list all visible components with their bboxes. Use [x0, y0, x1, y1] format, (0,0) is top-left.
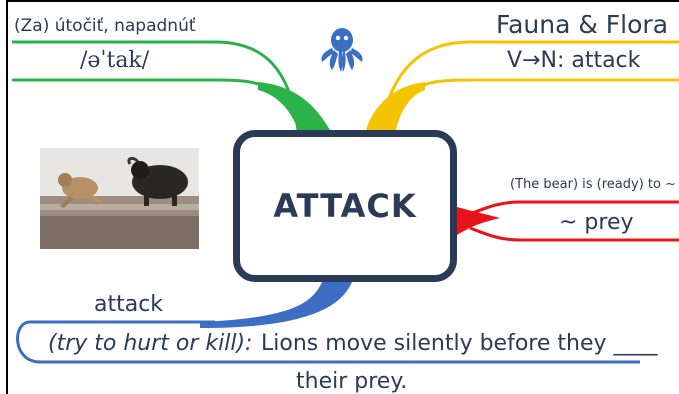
frame-top-border — [6, 0, 679, 2]
branch-bottom-trunk — [200, 282, 352, 328]
branch-bottom-hook — [16, 320, 640, 364]
branch-top-left-trunk — [258, 82, 330, 130]
bottom-word: attack — [94, 292, 164, 317]
top-right-category: Fauna & Flora — [496, 10, 669, 39]
bottom-example-sentence: Lions move silently before they ____ — [261, 331, 658, 356]
bottom-example-sentence-end: their prey. — [296, 369, 408, 394]
central-topic-box: ATTACK — [233, 130, 457, 282]
right-collocation-object: ~ prey — [559, 210, 634, 235]
branch-right-lower — [469, 226, 679, 242]
branch-right-trunk — [457, 207, 500, 235]
frame-left-border — [6, 0, 8, 394]
branch-top-left-lower — [12, 78, 271, 92]
top-left-pronunciation: /əˈtak/ — [80, 48, 150, 73]
bottom-definition: (try to hurt or kill): — [48, 331, 253, 356]
right-collocation: (The bear) is (ready) to ~ — [510, 177, 676, 192]
central-topic-word: ATTACK — [273, 187, 417, 225]
top-right-word-form: V→N: attack — [507, 48, 641, 73]
branch-top-left-upper — [12, 40, 300, 131]
branch-top-right-trunk — [366, 82, 425, 130]
branch-top-right-lower — [414, 78, 679, 92]
octopus-icon — [321, 28, 363, 72]
top-left-translation: (Za) útočiť, napadnúť — [14, 16, 196, 36]
lion-attacking-buffalo-photo — [40, 148, 199, 249]
